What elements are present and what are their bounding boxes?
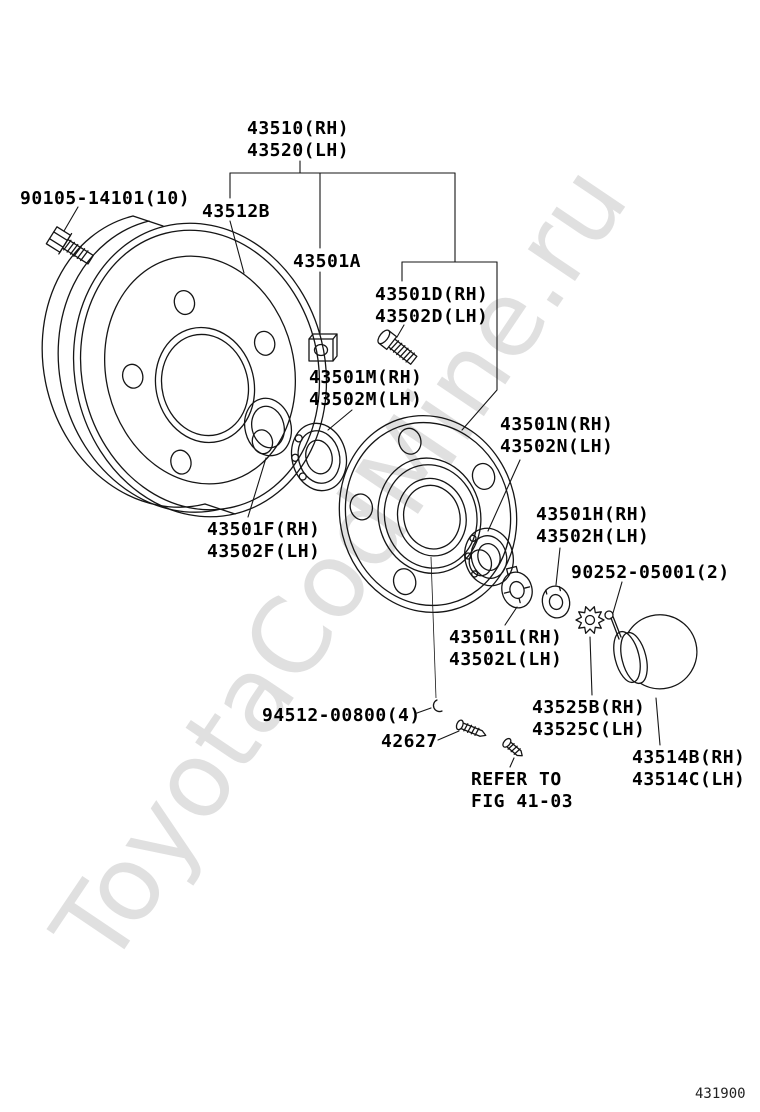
castle-nut-drawing bbox=[541, 585, 571, 619]
part-label-43501N: 43501N(RH) 43502N(LH) bbox=[500, 414, 613, 458]
cotter-pin-drawing bbox=[604, 610, 622, 640]
reference-note-line: FIG 41-03 bbox=[471, 791, 574, 812]
part-number: 43502M(LH) bbox=[309, 389, 423, 410]
part-number: 43501D(RH) bbox=[375, 284, 489, 305]
part-label-43510: 43510(RH) 43520(LH) bbox=[247, 118, 349, 162]
snap-ring-drawing bbox=[432, 699, 443, 713]
part-label-42627: 42627 bbox=[381, 731, 438, 753]
part-number: 90252-05001(2) bbox=[571, 562, 730, 583]
part-label-43501H: 43501H(RH) 43502H(LH) bbox=[536, 504, 649, 548]
hub-nut-drawing bbox=[308, 333, 338, 362]
part-number: 43501F(RH) bbox=[207, 519, 321, 540]
leader-lines bbox=[63, 160, 661, 768]
part-number: 43501H(RH) bbox=[536, 504, 650, 525]
part-number: 90105-14101(10) bbox=[20, 188, 191, 209]
screw-drawing bbox=[455, 719, 487, 737]
part-label-43512B: 43512B bbox=[202, 201, 270, 223]
lock-washer-drawing bbox=[501, 565, 533, 609]
part-number: 43525B(RH) bbox=[532, 697, 646, 718]
part-number: 94512-00800(4) bbox=[262, 705, 421, 726]
part-label-43501M: 43501M(RH) 43502M(LH) bbox=[309, 367, 422, 411]
reference-screw-drawing bbox=[502, 737, 523, 757]
part-number: 43525C(LH) bbox=[532, 719, 646, 740]
hub-stud-bolt-drawing bbox=[377, 329, 418, 365]
figure-code: 431900 bbox=[695, 1086, 746, 1102]
part-number: 43502L(LH) bbox=[449, 649, 563, 670]
nut-lock-cap-drawing bbox=[575, 606, 605, 634]
part-number: 43502H(LH) bbox=[536, 526, 650, 547]
part-label-90105: 90105-14101(10) bbox=[20, 188, 190, 210]
oil-seal-drawing bbox=[243, 397, 293, 457]
hub-bolt-drawing bbox=[45, 226, 94, 265]
reference-note: REFER TO FIG 41-03 bbox=[471, 769, 573, 813]
outer-bearing-drawing bbox=[464, 527, 514, 587]
grease-cap-drawing bbox=[613, 614, 698, 690]
part-number: 43510(RH) bbox=[247, 118, 350, 139]
part-label-43501L: 43501L(RH) 43502L(LH) bbox=[449, 627, 562, 671]
part-label-43501F: 43501F(RH) 43502F(LH) bbox=[207, 519, 320, 563]
part-number: 43501N(RH) bbox=[500, 414, 614, 435]
part-number: 43512B bbox=[202, 201, 271, 222]
part-number: 43501A bbox=[293, 251, 362, 272]
reference-note-line: REFER TO bbox=[471, 769, 562, 790]
hub-drawing bbox=[338, 414, 518, 614]
part-number: 43502N(LH) bbox=[500, 436, 614, 457]
part-number: 43502D(LH) bbox=[375, 306, 489, 327]
part-label-43501D: 43501D(RH) 43502D(LH) bbox=[375, 284, 488, 328]
inner-bearing-drawing bbox=[290, 422, 348, 492]
part-number: 42627 bbox=[381, 731, 438, 752]
part-label-43501A: 43501A bbox=[293, 251, 361, 273]
part-label-43525B: 43525B(RH) 43525C(LH) bbox=[532, 697, 645, 741]
part-number: 43520(LH) bbox=[247, 140, 350, 161]
part-number: 43514B(RH) bbox=[632, 747, 746, 768]
part-label-90252: 90252-05001(2) bbox=[571, 562, 730, 584]
part-number: 43514C(LH) bbox=[632, 769, 746, 790]
part-number: 43502F(LH) bbox=[207, 541, 321, 562]
part-label-94512: 94512-00800(4) bbox=[262, 705, 421, 727]
part-number: 43501L(RH) bbox=[449, 627, 563, 648]
part-number: 43501M(RH) bbox=[309, 367, 423, 388]
part-label-43514B: 43514B(RH) 43514C(LH) bbox=[632, 747, 745, 791]
